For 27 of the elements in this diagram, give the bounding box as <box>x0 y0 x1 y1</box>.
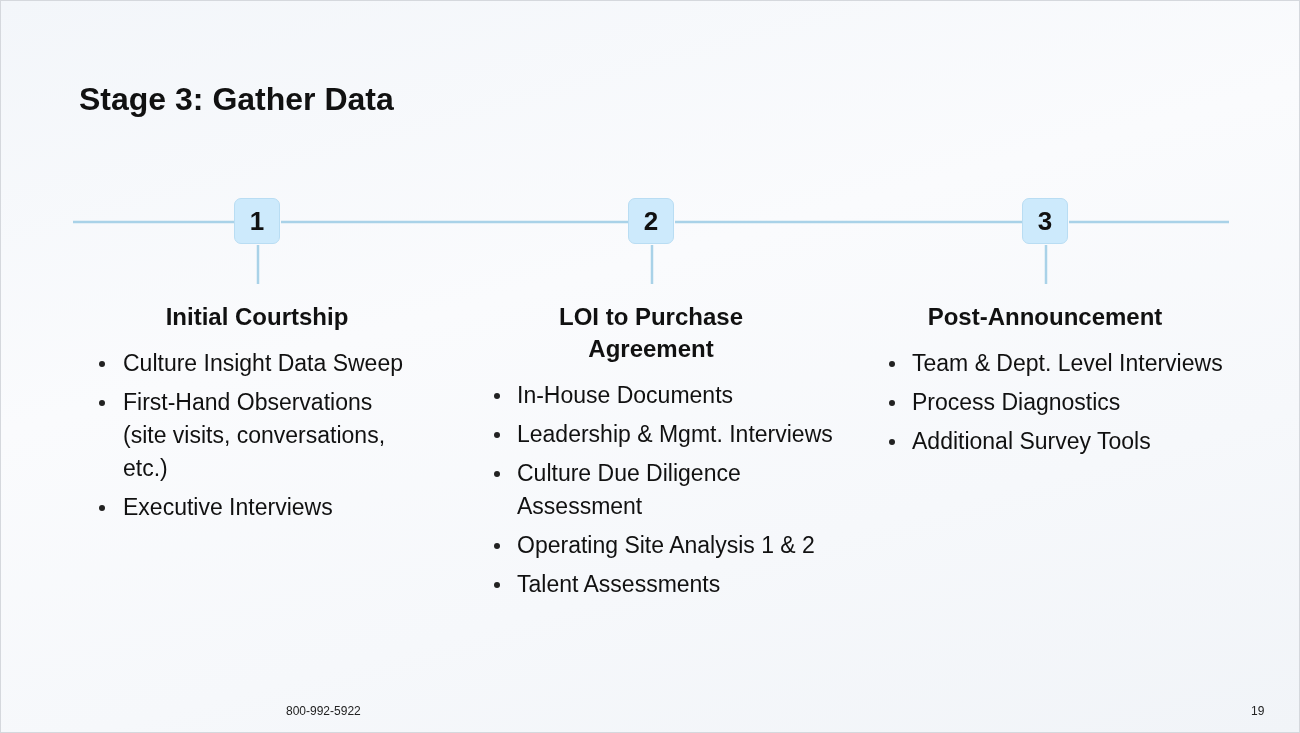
list-item-text: Team & Dept. Level Interviews <box>912 349 1223 378</box>
phone-number: 800-992-5922 <box>286 704 361 718</box>
timeline-line <box>1069 220 1229 224</box>
page-number: 19 <box>1251 704 1265 718</box>
list-item-text: Culture Insight Data Sweep <box>123 349 403 378</box>
timeline-line <box>73 220 235 224</box>
stage-heading: Post-Announcement <box>927 302 1163 332</box>
list-item-text: Executive Interviews <box>123 493 333 522</box>
list-item-text: Culture Due Diligence Assessment <box>517 459 742 521</box>
number-box: 1 <box>234 198 280 244</box>
connector-line <box>256 245 260 284</box>
number-box: 3 <box>1022 198 1068 244</box>
timeline-line <box>675 220 1023 224</box>
list-item-text: Additional Survey Tools <box>912 427 1151 456</box>
slide-title: Stage 3: Gather Data <box>79 80 394 118</box>
list-item-text: First-Hand Observations (site visits, conversations, etc.) <box>123 388 387 483</box>
list-item-text: In-House Documents <box>517 381 734 410</box>
list-item-text: Operating Site Analysis 1 & 2 <box>517 531 815 560</box>
list-item-text: Leadership & Mgmt. Interviews <box>517 420 833 449</box>
timeline-line <box>281 220 629 224</box>
list-item-text: Process Diagnostics <box>912 388 1121 417</box>
number-box: 2 <box>628 198 674 244</box>
connector-line <box>650 245 654 284</box>
stage-heading: Initial Courtship <box>165 302 349 332</box>
list-item-text: Talent Assessments <box>517 570 721 599</box>
connector-line <box>1044 245 1048 284</box>
stage-heading: LOI to Purchase Agreement <box>557 302 744 364</box>
